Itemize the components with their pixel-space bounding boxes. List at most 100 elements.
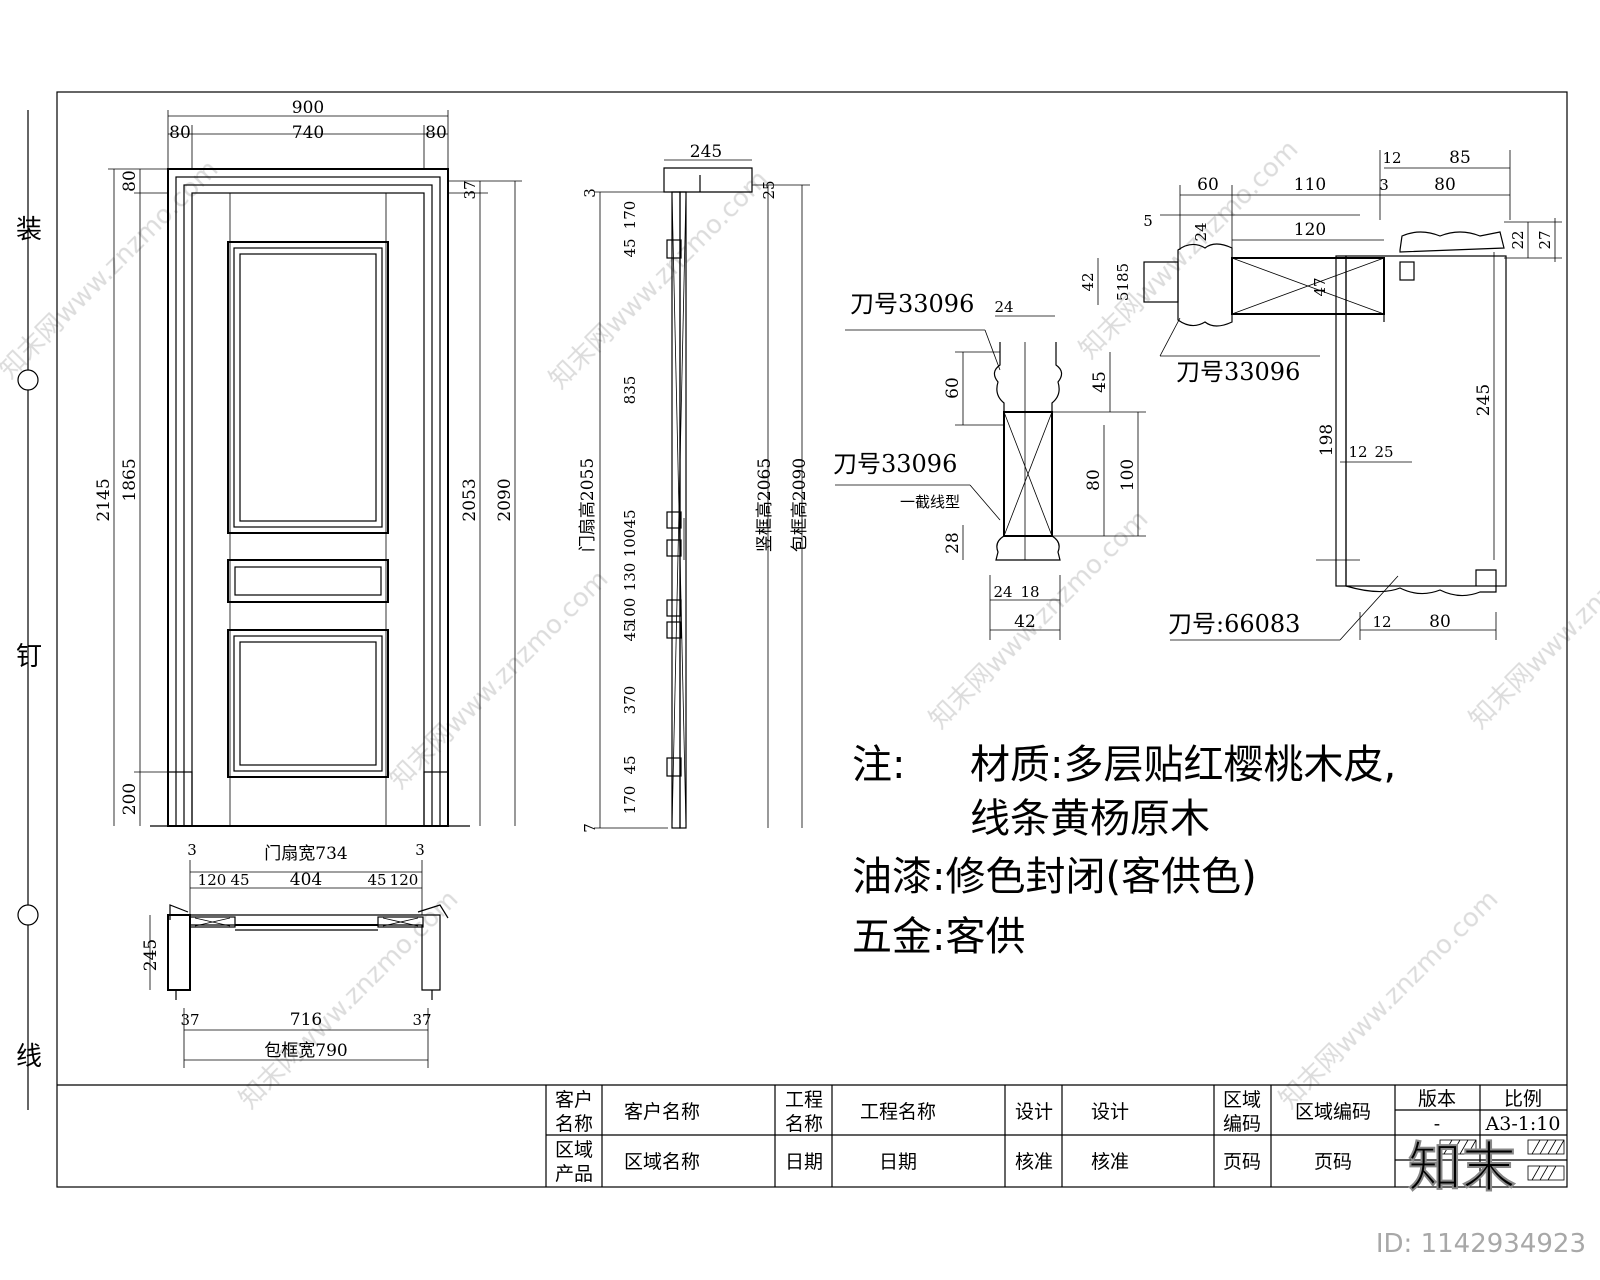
dim-frame-27: 27 xyxy=(1536,230,1554,249)
watermark: 知末网www.znzmo.com xyxy=(1274,884,1505,1115)
dim-frame-110: 110 xyxy=(1294,175,1326,195)
tb-client-label-2: 名称 xyxy=(555,1113,593,1135)
tb-design-label: 设计 xyxy=(1015,1101,1053,1123)
dim-section-left: 45 xyxy=(621,622,639,641)
plan-dims: 3 门扇宽734 3 120 45 404 45 120 245 37 716 … xyxy=(141,841,432,1068)
dim-frame-width: 包框宽790 xyxy=(264,1041,347,1061)
dim-left-casing: 80 xyxy=(169,123,191,143)
dim-section-left: 170 xyxy=(621,201,639,230)
tb-check-value: 核准 xyxy=(1091,1151,1129,1173)
watermark: 知末网www.znzmo.com xyxy=(0,154,224,385)
watermark: 知末网www.znzmo.com xyxy=(544,164,775,395)
dim-bottom-right: 37 xyxy=(412,1011,431,1029)
binding-char: 线 xyxy=(16,1042,42,1072)
tool-number-label: 刀号33096 xyxy=(833,450,957,478)
dim-mould-60: 60 xyxy=(943,377,963,399)
image-id: ID: 1142934923 xyxy=(1376,1229,1586,1259)
tool-number-label: 刀号33096 xyxy=(1176,358,1300,386)
notes-paint: 油漆:修色封闭(客供色) xyxy=(852,854,1257,900)
tb-design-value: 设计 xyxy=(1091,1101,1129,1123)
dim-frame-side-25: 25 xyxy=(1374,443,1393,461)
dim-frame-side-245: 245 xyxy=(1474,384,1494,416)
dim-section-left: 7 xyxy=(581,823,599,833)
dim-frame-120: 120 xyxy=(1294,220,1326,240)
tb-page-value: 页码 xyxy=(1314,1151,1352,1173)
tb-region-label-1: 区域 xyxy=(555,1139,593,1161)
tool-number-label: 刀号33096 xyxy=(850,290,974,318)
tb-date-label: 日期 xyxy=(785,1151,823,1173)
notes-block: 注: 材质:多层贴红樱桃木皮, 线条黄杨原木 油漆:修色封闭(客供色) 五金:客… xyxy=(852,742,1396,960)
dim-section-left: 3 xyxy=(581,188,599,198)
tb-project-value: 工程名称 xyxy=(860,1101,936,1123)
vertical-section xyxy=(663,167,753,829)
dim-frame-side-12: 12 xyxy=(1348,443,1367,461)
tb-client-label-1: 客户 xyxy=(555,1089,593,1111)
tb-check-label: 核准 xyxy=(1015,1151,1053,1173)
tb-region-code-label-2: 编码 xyxy=(1223,1113,1261,1135)
tb-region-label-2: 产品 xyxy=(555,1163,593,1185)
tb-client-value: 客户名称 xyxy=(624,1101,700,1123)
dim-bottom-12: 12 xyxy=(1372,613,1391,631)
tool-number-label: 刀号:66083 xyxy=(1168,610,1300,638)
dim-mould-80: 80 xyxy=(1084,469,1104,491)
dim-section-left: 170 xyxy=(621,786,639,815)
dim-section-left: 45 xyxy=(621,755,639,774)
title-block: 客户 名称 客户名称 工程 名称 工程名称 设计 设计 区域 编码 区域编码 版… xyxy=(57,1084,1567,1187)
tb-region-code-label-1: 区域 xyxy=(1223,1089,1261,1111)
drawing-border xyxy=(56,91,1568,1188)
dim-top-casing: 80 xyxy=(120,170,140,192)
dim-mould-100: 100 xyxy=(1118,459,1138,491)
dim-section-left: 130 xyxy=(621,563,639,592)
brand-logo-text: 知末 xyxy=(1408,1136,1516,1199)
dim-section-left: 370 xyxy=(621,686,639,715)
dim-frame-3: 3 xyxy=(1379,176,1389,194)
moulding-label: 一截线型 xyxy=(900,493,960,511)
dim-leaf-height: 2053 xyxy=(460,478,480,521)
tb-page-label: 页码 xyxy=(1223,1151,1261,1173)
dim-frame-80: 80 xyxy=(1434,175,1456,195)
watermark: 知末网www.znzmo.com xyxy=(1074,134,1305,365)
dim-frame-12: 12 xyxy=(1382,149,1401,167)
dim-middle-height: 1865 xyxy=(120,458,140,501)
section-dims: 245 3 170 45 835 45 100 130 100 45 370 4… xyxy=(578,142,810,833)
tb-scale-value: A3-1:10 xyxy=(1485,1113,1561,1135)
dim-overall-width: 900 xyxy=(292,98,324,118)
dim-stile-left: 120 xyxy=(198,871,227,889)
dim-mould-18: 18 xyxy=(1020,583,1039,601)
dim-section-left: 100 xyxy=(621,529,639,558)
tb-date-value: 日期 xyxy=(879,1151,917,1173)
dim-leaf-opening: 740 xyxy=(292,123,324,143)
dim-wrap-height-label: 包框高2090 xyxy=(790,458,810,552)
watermark: 知末网www.znzmo.com xyxy=(384,564,615,795)
dim-bottom-left: 37 xyxy=(180,1011,199,1029)
dim-top-gap: 37 xyxy=(461,180,479,199)
notes-hardware: 五金:客供 xyxy=(852,914,1025,960)
tb-project-label-1: 工程 xyxy=(785,1089,823,1111)
binding-char: 装 xyxy=(16,215,42,245)
tb-region-value: 区域名称 xyxy=(624,1151,700,1173)
dim-leaf-height-label: 门扇高2055 xyxy=(578,458,598,552)
dim-frame-5: 5 xyxy=(1143,212,1153,230)
elevation-left-dims: 2145 80 1865 200 xyxy=(94,168,168,826)
dim-section-left: 45 xyxy=(621,509,639,528)
dim-frame-42: 42 xyxy=(1079,272,1097,291)
dim-section-left: 45 xyxy=(621,238,639,257)
tb-project-label-2: 名称 xyxy=(785,1113,823,1135)
dim-moulding-left: 45 xyxy=(230,871,249,889)
watermark: 知末网www.znzmo.com xyxy=(234,884,465,1115)
notes-material-2: 线条黄杨原木 xyxy=(970,796,1210,842)
moulding-detail: 60 45 80 100 28 24 18 42 24 刀号33096 刀号33… xyxy=(833,290,1146,640)
dim-panel: 404 xyxy=(290,870,322,890)
dim-plan-depth: 245 xyxy=(141,939,161,971)
elevation-top-dims: 900 80 740 80 xyxy=(167,98,449,168)
tb-region-code-value: 区域编码 xyxy=(1295,1101,1371,1123)
dim-frame-24: 24 xyxy=(1192,222,1210,241)
dim-leaf-width: 门扇宽734 xyxy=(264,844,347,864)
dim-frame-198: 198 xyxy=(1317,424,1337,456)
dim-right-casing: 80 xyxy=(425,123,447,143)
dim-frame-85: 85 xyxy=(1449,148,1471,168)
dim-mould-42: 42 xyxy=(1014,612,1036,632)
dim-section-top: 245 xyxy=(690,142,722,162)
tb-version-label: 版本 xyxy=(1418,1088,1456,1110)
